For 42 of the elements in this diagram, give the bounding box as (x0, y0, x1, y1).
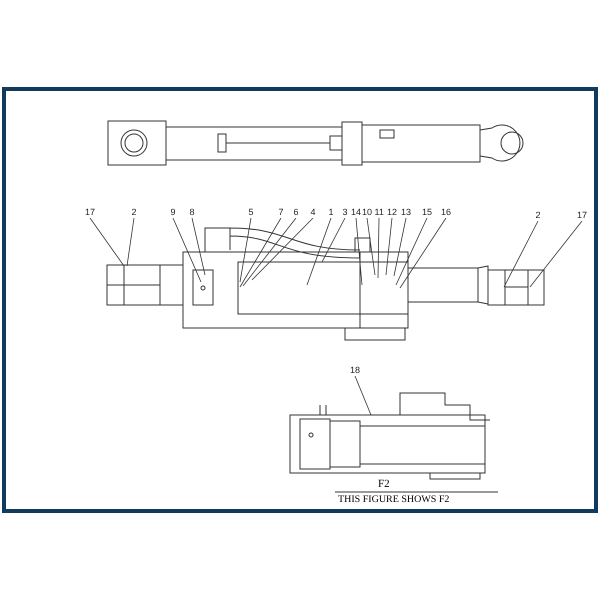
callout-number: 15 (421, 206, 434, 218)
leader-line (192, 218, 206, 276)
callout-number: 4 (310, 206, 317, 218)
callout-number: 8 (188, 206, 196, 218)
callout-number: 12 (386, 206, 398, 218)
callout-number: 7 (278, 206, 285, 218)
leader-line (396, 218, 428, 286)
callout-number: 1 (328, 206, 335, 218)
leader-line (386, 218, 392, 276)
callout-number: 11 (374, 206, 385, 218)
leader-line (90, 218, 124, 266)
leader-line (240, 218, 252, 282)
leader-line (354, 376, 372, 416)
figure-caption: THIS FIGURE SHOWS F2 (338, 494, 450, 506)
callout-number: 5 (248, 206, 255, 218)
callout-number: 13 (400, 206, 412, 218)
callout-number: 6 (292, 206, 300, 218)
leader-line (252, 218, 314, 280)
callout-number: 18 (349, 364, 362, 376)
leader-line (400, 218, 446, 288)
callout-number: 2 (130, 206, 138, 218)
leader-line (394, 218, 406, 276)
leader-line (126, 218, 134, 266)
leader-line (306, 218, 332, 286)
callout-number: 9 (170, 206, 177, 218)
callout-number: 2 (534, 209, 542, 221)
leader-line (356, 218, 362, 286)
figure-label: F2 (378, 478, 390, 490)
leader-line (378, 218, 380, 278)
callout-number: 14 (350, 206, 362, 218)
leader-line (240, 218, 282, 288)
callout-number: 3 (342, 206, 349, 218)
leader-line (172, 218, 202, 282)
callout-number: 17 (576, 209, 588, 221)
callout-number: 17 (84, 206, 96, 218)
leader-line (242, 218, 296, 286)
leader-line (530, 220, 582, 288)
leader-line (366, 218, 376, 276)
callout-number: 10 (361, 206, 374, 218)
leader-line (504, 220, 538, 288)
leader-line (322, 218, 346, 262)
callout-number: 16 (440, 206, 452, 218)
